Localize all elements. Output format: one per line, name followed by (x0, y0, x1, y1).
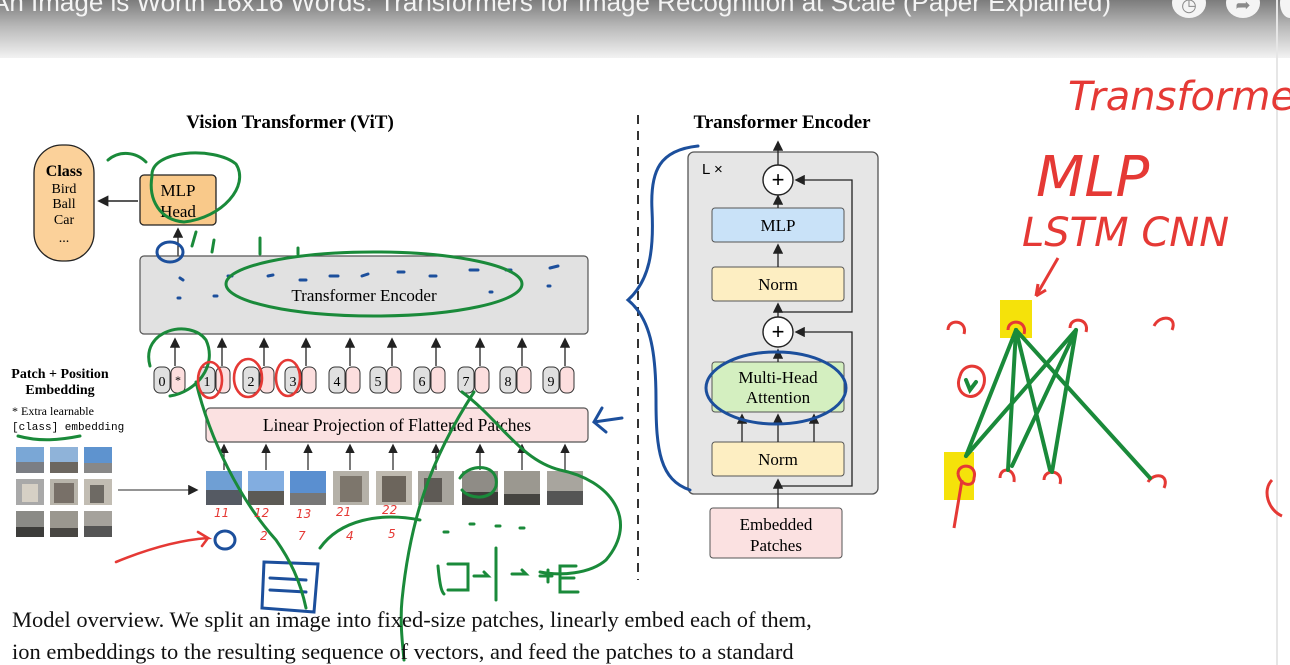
svg-text:13: 13 (296, 507, 311, 521)
token-number: 9 (548, 375, 555, 390)
token-number: 3 (290, 375, 297, 390)
class-item: ... (59, 231, 70, 246)
flattened-patches-row (206, 471, 583, 505)
video-title-bar: An Image is Worth 16x16 Words: Transform… (0, 0, 1290, 58)
caption-line-2: ion embeddings to the resulting sequence… (12, 639, 794, 664)
note-transformer: Transformer (1068, 74, 1290, 120)
vit-title: Vision Transformer (ViT) (186, 112, 394, 133)
svg-text:11: 11 (214, 506, 229, 520)
plus-label: + (772, 319, 785, 344)
mlp-head-label: Head (160, 202, 196, 221)
linear-projection-box (205, 407, 589, 443)
attention-label: Multi-Head (738, 368, 818, 387)
norm-top-label: Norm (758, 275, 798, 294)
token-arrows (169, 337, 571, 366)
attention-label: Attention (746, 388, 811, 407)
mlp-head-label: MLP (161, 181, 196, 200)
encoder-repeat-label: L × (702, 161, 723, 178)
svg-text:12: 12 (254, 506, 269, 520)
embedded-patches-box (709, 507, 843, 559)
mlp-head-box (139, 174, 217, 226)
transformer-encoder-label: Transformer Encoder (291, 286, 437, 305)
linear-projection-label: Linear Projection of Flattened Patches (263, 415, 531, 435)
svg-text:22: 22 (382, 503, 397, 517)
image-patch-grid (16, 447, 112, 537)
svg-text:7: 7 (298, 529, 306, 543)
svg-text:5: 5 (388, 527, 396, 541)
patch-position-label: Patch + Position (11, 367, 109, 382)
right-notes: Transformer MLP LSTM CNN (1022, 74, 1290, 256)
green-annotations (16, 151, 622, 662)
plus-label: + (772, 167, 785, 192)
token-number: 5 (375, 375, 382, 390)
patch-position-label: Embedding (25, 383, 94, 398)
projection-arrows (219, 443, 570, 470)
embedded-patches-label: Patches (750, 536, 802, 555)
token-number: 7 (463, 375, 470, 390)
token-number: 2 (248, 375, 255, 390)
caption-line-1: Model overview. We split an image into f… (12, 607, 812, 632)
clock-icon[interactable]: ◷ (1172, 0, 1206, 18)
info-icon[interactable] (1280, 0, 1290, 18)
class-item: Car (54, 213, 75, 228)
token-number: 6 (419, 375, 426, 390)
token-number: 8 (505, 375, 512, 390)
encoder-title: Transformer Encoder (693, 112, 871, 133)
embedded-patches-label: Embedded (740, 515, 813, 534)
share-icon[interactable]: ➦ (1226, 0, 1260, 18)
extra-learnable-label: * Extra learnable (12, 404, 94, 418)
video-title[interactable]: An Image is Worth 16x16 Words: Transform… (0, 0, 1112, 17)
note-mlp: MLP (1036, 145, 1150, 210)
class-item: Bird (52, 182, 77, 197)
class-embedding-label: [class] embedding (12, 422, 124, 434)
blue-annotations (155, 144, 848, 614)
transformer-encoder-box (139, 255, 589, 335)
mlp-label: MLP (761, 216, 796, 235)
class-title: Class (46, 163, 82, 180)
class-box (33, 144, 95, 262)
token-number: 0 (159, 375, 166, 390)
token-number: 4 (334, 375, 341, 390)
svg-text:21: 21 (336, 505, 351, 519)
class-item: Ball (52, 197, 75, 212)
attention-sketch (944, 257, 1283, 529)
class-token-mark: * (175, 373, 181, 387)
red-annotations (114, 357, 302, 564)
token-number: 1 (204, 375, 211, 390)
norm-bottom-label: Norm (758, 450, 798, 469)
token-row: 0 * 1 2 3 4 5 6 7 8 9 (153, 366, 575, 394)
frame-divider (1276, 0, 1278, 665)
svg-text:4: 4 (346, 529, 354, 543)
svg-text:2: 2 (260, 529, 268, 543)
red-patch-numbers: 11 12 13 21 22 2 7 4 5 (214, 503, 397, 543)
note-lstm-cnn: LSTM CNN (1022, 210, 1229, 256)
